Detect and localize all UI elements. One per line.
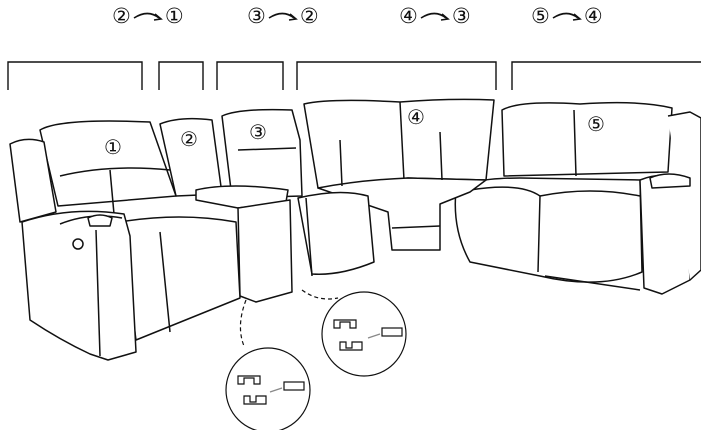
section-label-3: ③ (249, 120, 267, 144)
connector-detail-circle-2 (321, 291, 407, 377)
curved-arrow-icon (418, 8, 452, 24)
curved-arrow-icon (266, 8, 300, 24)
step-to: ② (299, 4, 319, 28)
bracket-section-5 (511, 61, 701, 90)
step-from: ④ (399, 4, 418, 28)
section-label-1: ① (104, 135, 122, 159)
section-label-2: ② (180, 127, 198, 151)
step-from: ⑤ (531, 4, 550, 28)
callout-pointer-2 (301, 289, 339, 300)
assembly-step-1: ② ① (112, 4, 184, 28)
bracket-section-3 (216, 61, 284, 90)
step-to: ④ (583, 4, 603, 28)
step-to: ① (164, 4, 184, 28)
assembly-step-3: ④ ③ (399, 4, 471, 28)
curved-arrow-icon (131, 8, 165, 24)
assembly-step-4: ⑤ ④ (531, 4, 603, 28)
step-from: ② (112, 4, 131, 28)
curved-arrow-icon (550, 8, 584, 24)
assembly-step-2: ③ ② (247, 4, 319, 28)
step-from: ③ (247, 4, 266, 28)
sofa-section-2 (159, 117, 293, 303)
sofa-section-5 (454, 101, 701, 295)
callout-pointer-1 (239, 299, 247, 347)
step-to: ③ (451, 4, 471, 28)
connector-detail-circle-1 (225, 347, 311, 430)
bracket-section-4 (296, 61, 497, 90)
sofa-section-1 (9, 120, 241, 361)
section-label-5: ⑤ (587, 112, 605, 136)
section-label-4: ④ (407, 105, 425, 129)
bracket-section-2 (158, 61, 204, 90)
bracket-section-1 (7, 61, 143, 90)
sofa-section-3 (221, 108, 375, 277)
